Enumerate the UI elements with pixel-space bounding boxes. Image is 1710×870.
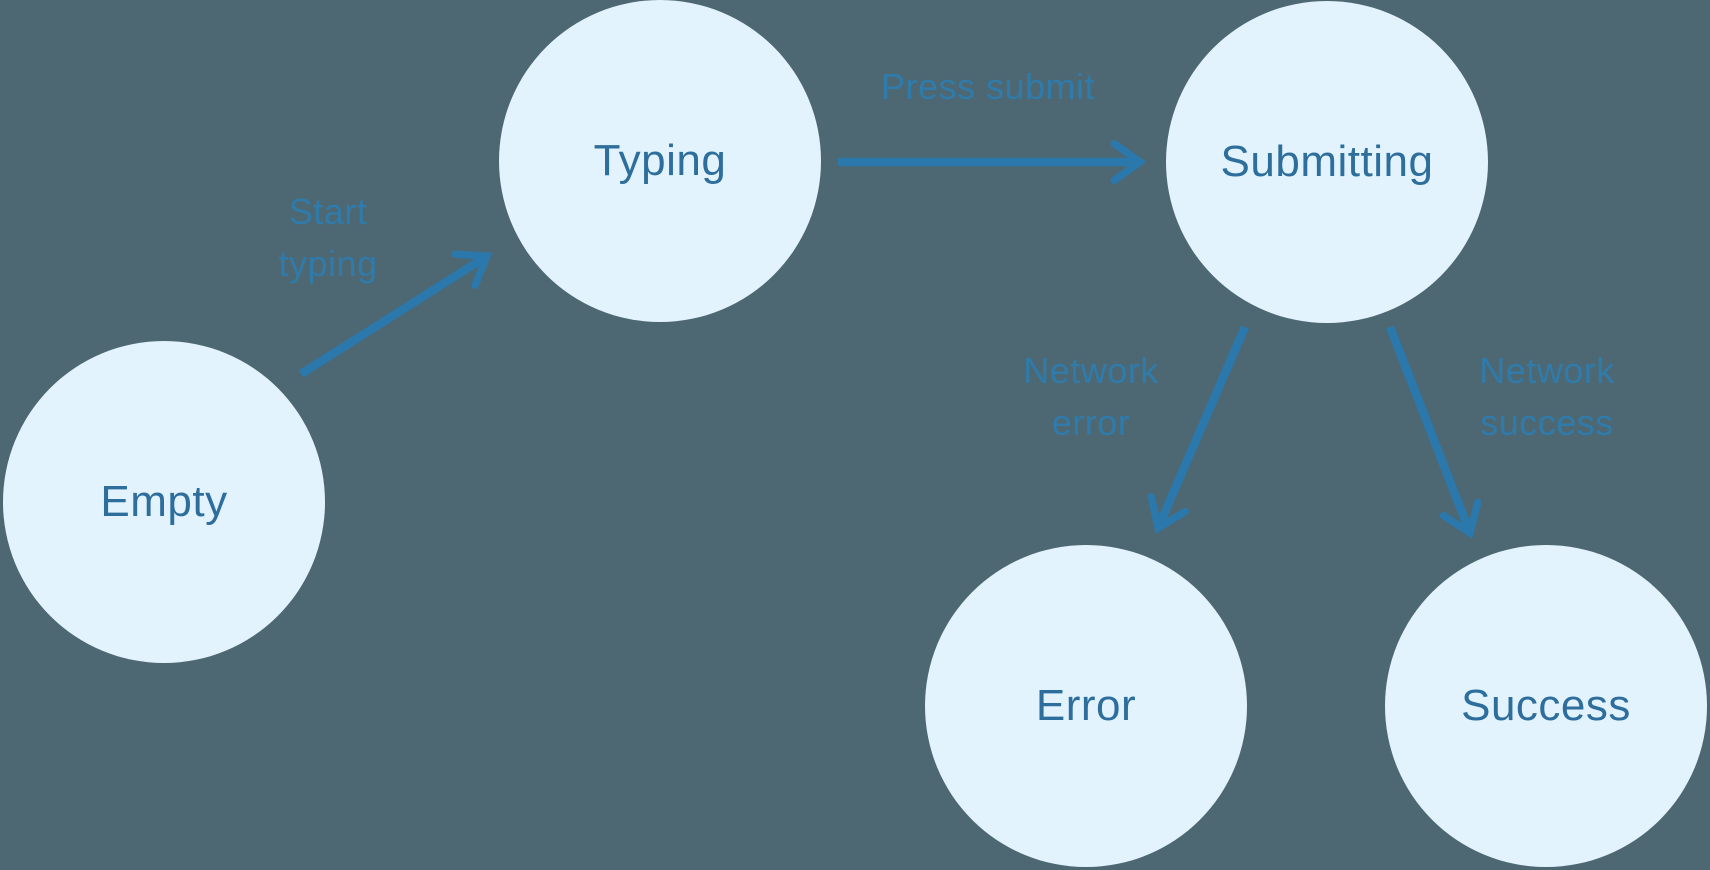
- edge-label-start-typing: Start typing: [213, 186, 443, 290]
- state-node-success: Success: [1385, 545, 1707, 867]
- edge-label-line: Network: [1479, 350, 1615, 391]
- state-label-typing: Typing: [593, 136, 727, 185]
- edge-label-press-submit: Press submit: [828, 61, 1148, 113]
- state-label-empty: Empty: [100, 477, 228, 526]
- state-node-typing: Typing: [499, 0, 821, 322]
- state-node-error: Error: [925, 545, 1247, 867]
- edge-label-line: Start: [288, 191, 368, 232]
- edge-label-line: Press submit: [880, 66, 1096, 107]
- state-label-error: Error: [1035, 681, 1137, 730]
- state-node-empty: Empty: [3, 341, 325, 663]
- edge-label-line: error: [1051, 402, 1131, 443]
- state-label-success: Success: [1461, 681, 1631, 730]
- edge-label-network-error: Network error: [976, 345, 1206, 449]
- edge-arrow-submitting-error: [1147, 325, 1249, 534]
- edge-label-line: success: [1480, 402, 1614, 443]
- edge-label-line: typing: [278, 243, 378, 284]
- edge-arrow-empty-typing: [298, 250, 493, 378]
- edge-arrow-submitting-success: [1386, 325, 1482, 539]
- edge-label-line: Network: [1023, 350, 1159, 391]
- state-node-submitting: Submitting: [1166, 1, 1488, 323]
- state-label-submitting: Submitting: [1220, 137, 1434, 186]
- edge-label-network-success: Network success: [1432, 345, 1662, 449]
